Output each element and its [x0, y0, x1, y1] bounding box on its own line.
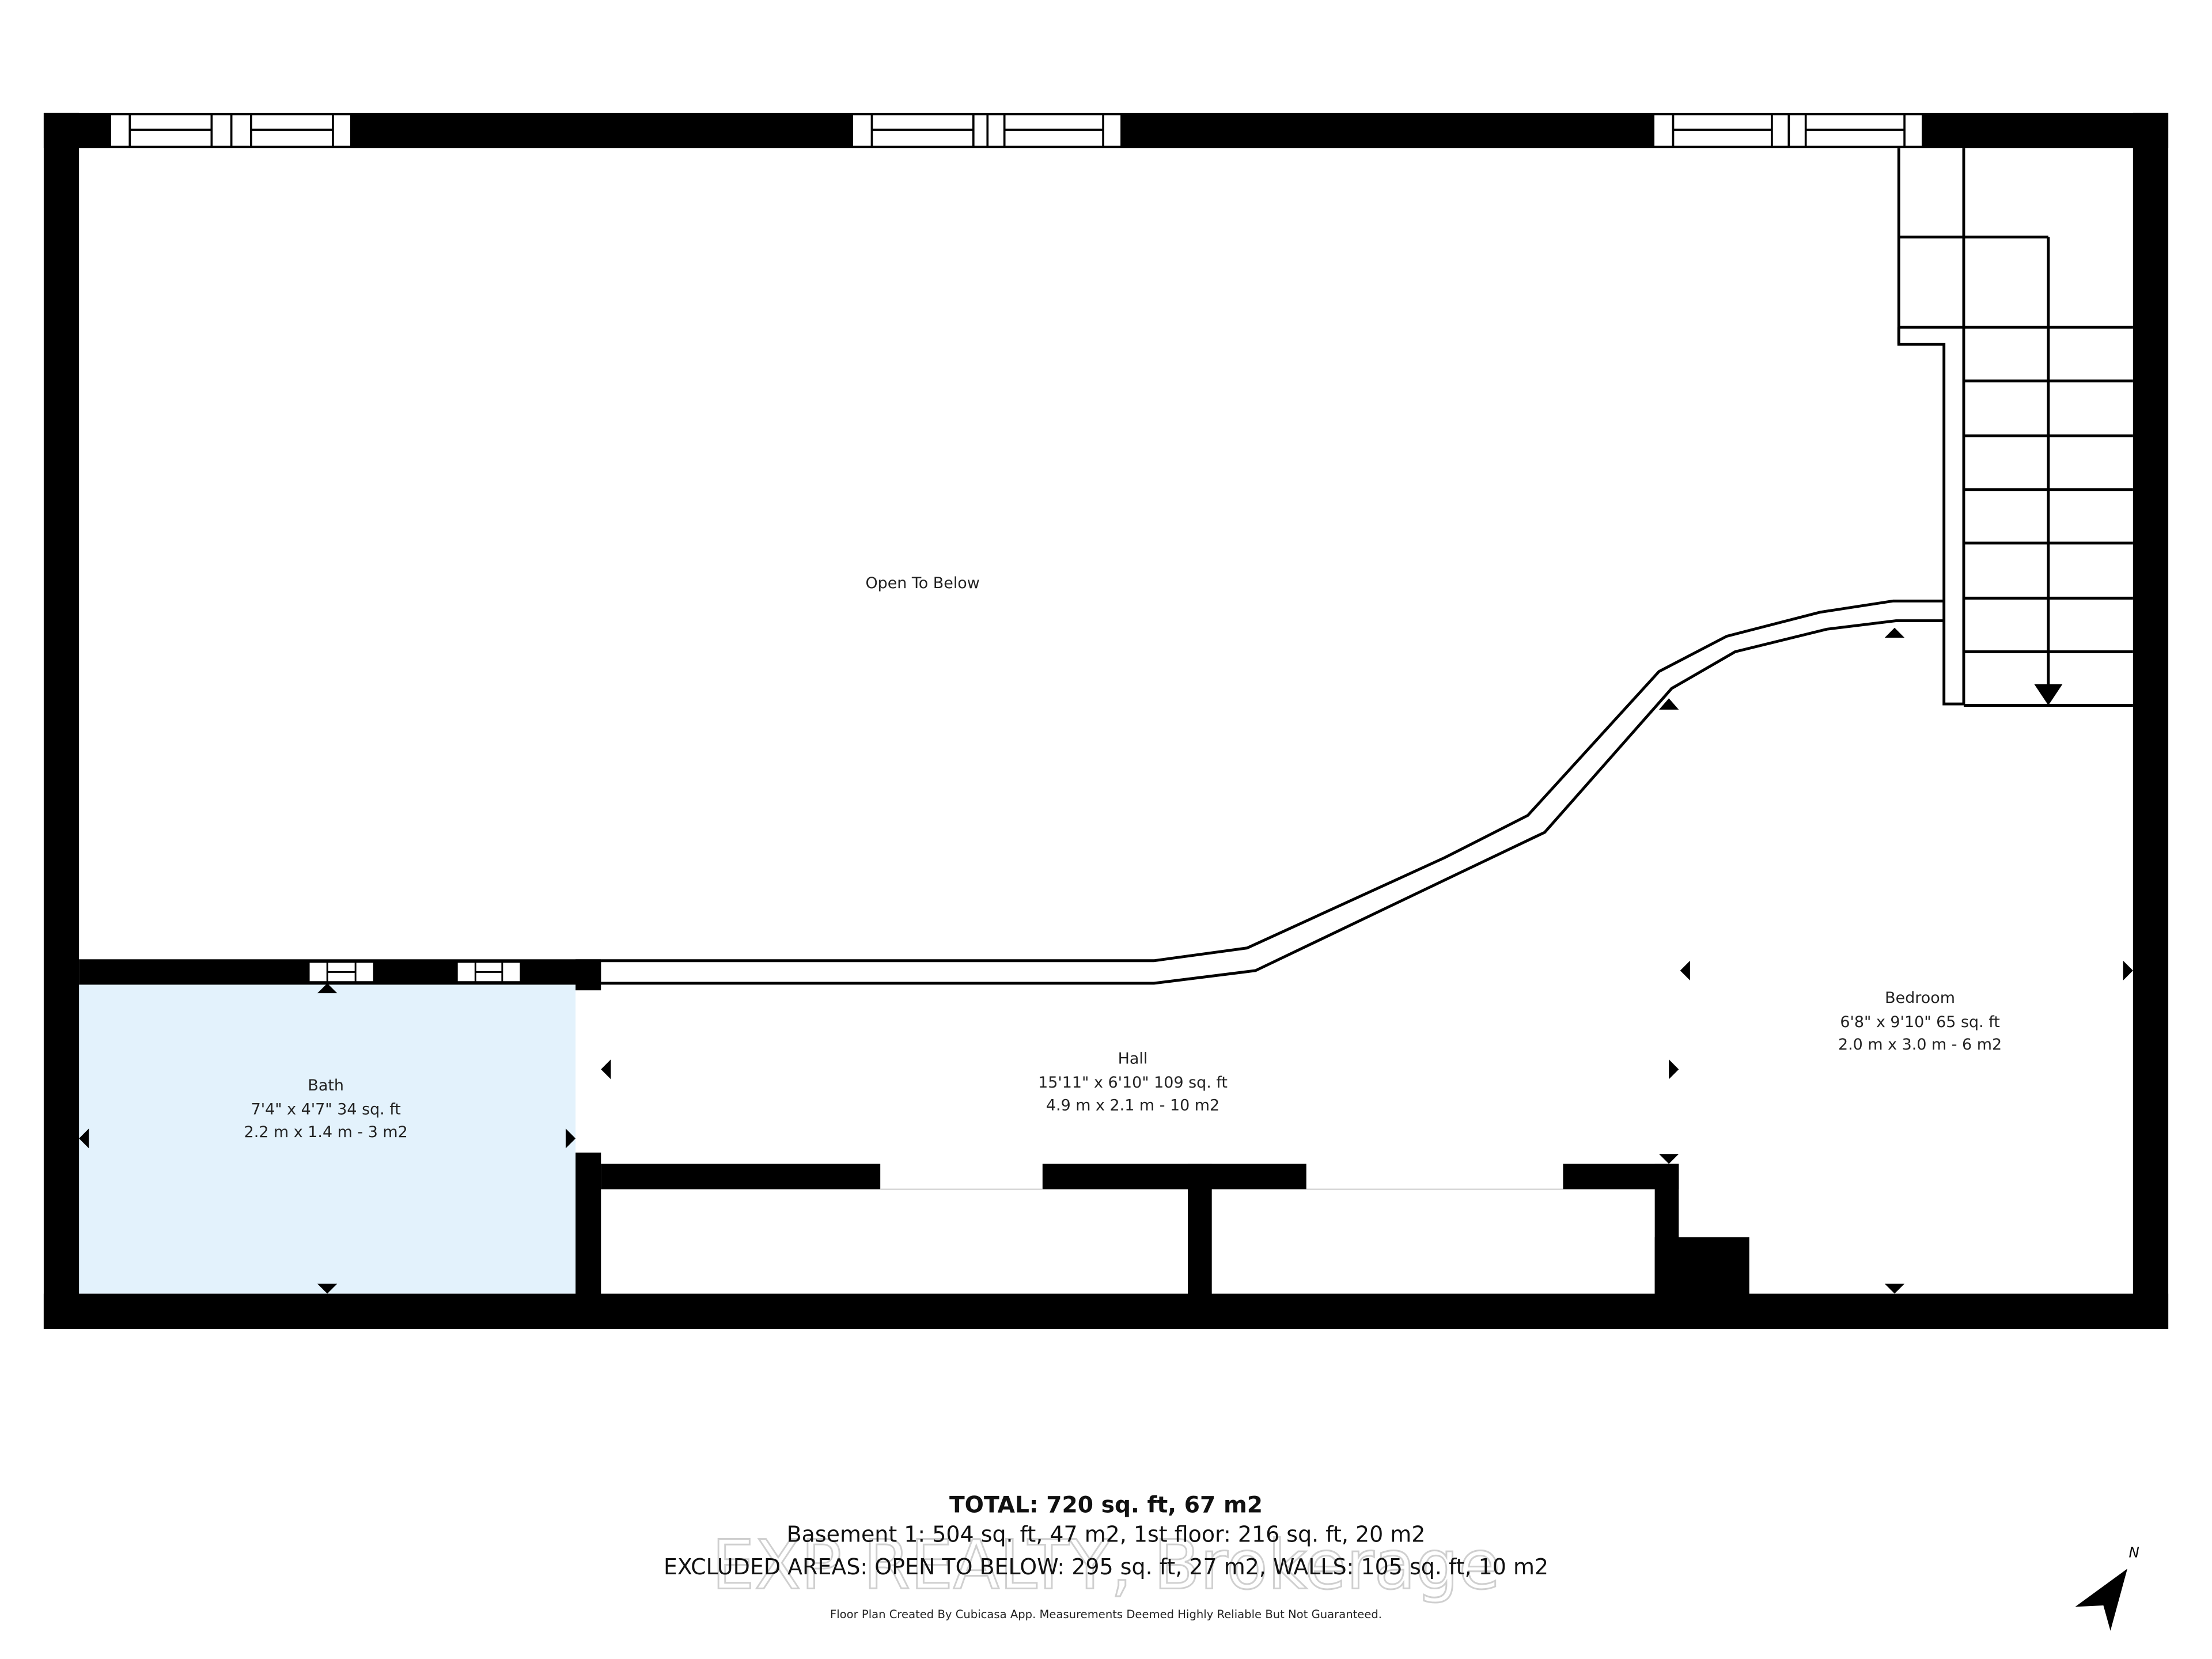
- window: [1652, 113, 1924, 148]
- room-dims-metric: 4.9 m x 2.1 m - 10 m2: [1046, 1096, 1219, 1114]
- room-dims-metric: 2.2 m x 1.4 m - 3 m2: [244, 1123, 408, 1141]
- dimension-markers: [79, 627, 2133, 1294]
- room-dims-imperial: 7'4" x 4'7" 34 sq. ft: [251, 1101, 401, 1119]
- excluded-areas: EXCLUDED AREAS: OPEN TO BELOW: 295 sq. f…: [664, 1554, 1548, 1580]
- window: [109, 113, 353, 148]
- north-arrow-icon: N: [2075, 1544, 2139, 1631]
- room-dims-imperial: 6'8" x 9'10" 65 sq. ft: [1840, 1013, 1999, 1031]
- staircase: [1897, 148, 2133, 707]
- room-label-bath: Bath 7'4" x 4'7" 34 sq. ft 2.2 m x 1.4 m…: [244, 1077, 408, 1141]
- window: [851, 113, 1123, 148]
- window: [308, 961, 375, 983]
- room-label-open-to-below: Open To Below: [865, 574, 979, 592]
- room-label-hall: Hall 15'11" x 6'10" 109 sq. ft 4.9 m x 2…: [1038, 1050, 1228, 1115]
- watermark: EXP REALTY, Brokerage: [712, 1526, 1501, 1605]
- railing: [601, 599, 1944, 985]
- total-area: TOTAL: 720 sq. ft, 67 m2: [949, 1492, 1263, 1518]
- bath-room-fill: [79, 983, 576, 1294]
- disclaimer: Floor Plan Created By Cubicasa App. Meas…: [830, 1608, 1382, 1621]
- room-dims-metric: 2.0 m x 3.0 m - 6 m2: [1838, 1036, 2002, 1054]
- interior-walls: [575, 1152, 1749, 1329]
- room-label-bedroom: Bedroom 6'8" x 9'10" 65 sq. ft 2.0 m x 3…: [1838, 989, 2002, 1054]
- window: [456, 961, 521, 983]
- stair-direction-arrow-icon: [2034, 684, 2063, 706]
- room-name: Hall: [1118, 1050, 1148, 1068]
- room-name: Bath: [308, 1077, 344, 1094]
- compass-label: N: [2129, 1544, 2139, 1561]
- room-name: Open To Below: [865, 574, 979, 592]
- floor-areas: Basement 1: 504 sq. ft, 47 m2, 1st floor…: [787, 1522, 1426, 1547]
- room-name: Bedroom: [1885, 989, 1955, 1007]
- room-dims-imperial: 15'11" x 6'10" 109 sq. ft: [1038, 1074, 1228, 1092]
